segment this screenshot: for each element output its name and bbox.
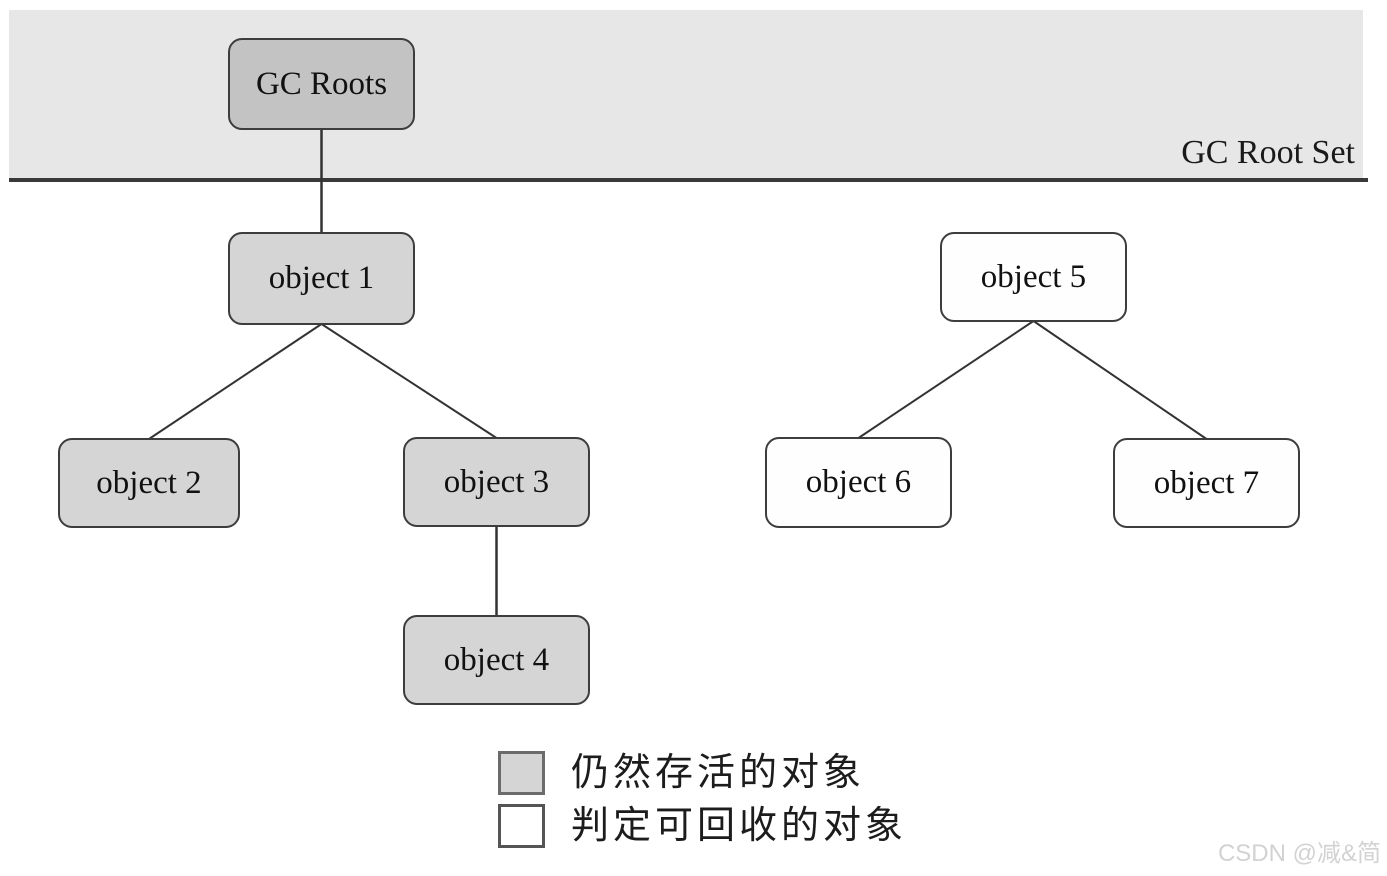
- edge-object5-object7: [1032, 320, 1208, 440]
- legend-label-recyclable: 判定可回收的对象: [571, 805, 908, 847]
- watermark: CSDN @减&简: [1217, 840, 1381, 867]
- legend-item-alive: 仍然存活的对象: [498, 751, 907, 795]
- node-object-5: object 5: [940, 232, 1127, 322]
- legend: 仍然存活的对象 判定可回收的对象: [498, 751, 907, 857]
- edge-object5-object6: [857, 320, 1035, 439]
- legend-label-alive: 仍然存活的对象: [571, 752, 866, 794]
- edge-object1-object2: [148, 323, 323, 440]
- node-object-6: object 6: [765, 437, 952, 528]
- node-object-1: object 1: [228, 232, 415, 325]
- gc-root-set-divider: [9, 178, 1368, 182]
- node-gc-roots: GC Roots: [228, 38, 415, 130]
- node-object-2: object 2: [58, 438, 240, 528]
- gc-root-set-label: GC Root Set: [1181, 134, 1355, 171]
- edge-object1-object3: [320, 323, 498, 439]
- node-object-3: object 3: [403, 437, 590, 527]
- legend-swatch-alive: [498, 751, 545, 795]
- node-object-7: object 7: [1113, 438, 1300, 528]
- node-object-4: object 4: [403, 615, 590, 705]
- legend-item-recyclable: 判定可回收的对象: [498, 804, 907, 848]
- legend-swatch-recyclable: [498, 804, 545, 848]
